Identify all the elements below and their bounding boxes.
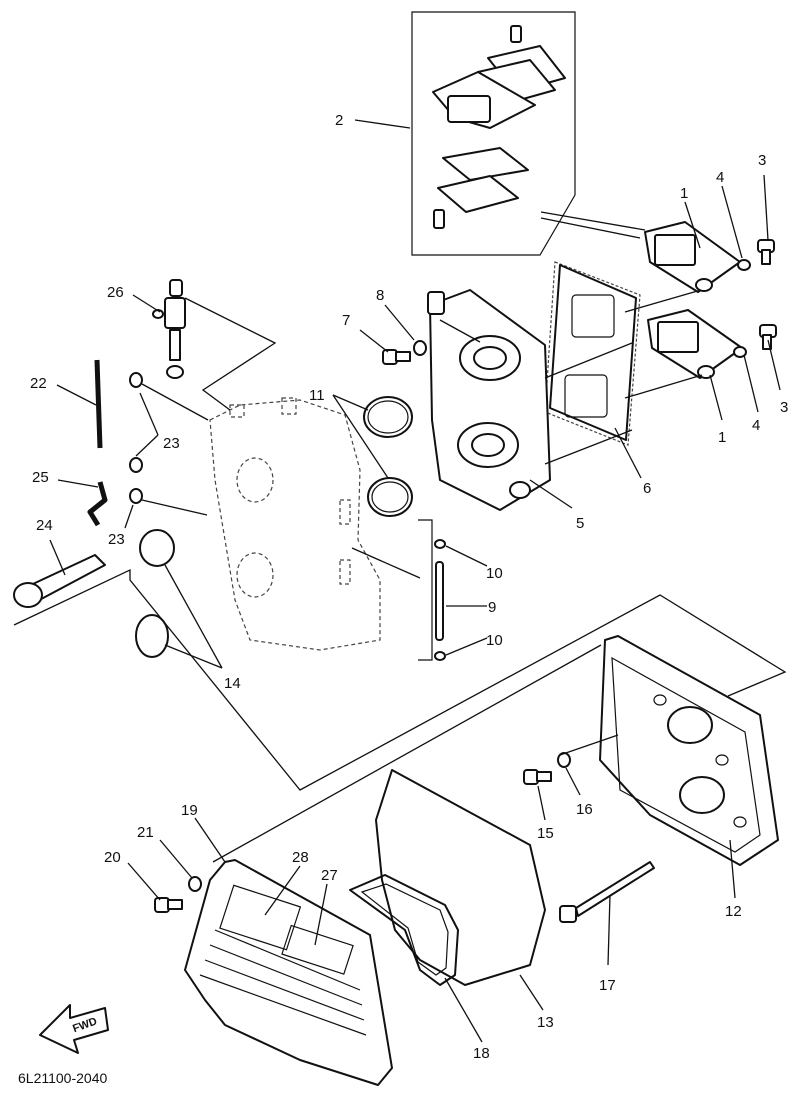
callout-5: 5 xyxy=(576,515,584,532)
clamp-23-a xyxy=(129,372,143,388)
callout-3-lower: 3 xyxy=(780,399,788,416)
intake-manifold xyxy=(427,289,551,511)
outer-cover xyxy=(184,859,393,1086)
callout-4-lower: 4 xyxy=(752,417,760,434)
callout-15: 15 xyxy=(537,825,554,842)
pin-9 xyxy=(435,561,444,641)
hose-25 xyxy=(87,481,108,527)
callout-11: 11 xyxy=(309,387,325,404)
hose-22 xyxy=(94,359,103,449)
clip-10-lower xyxy=(434,651,446,661)
label-27 xyxy=(281,924,354,975)
screw-3-lower xyxy=(759,324,777,350)
diagram-code: 6L21100-2040 xyxy=(18,1070,107,1086)
clamp-23-b xyxy=(129,457,143,473)
callout-17: 17 xyxy=(599,977,616,994)
callout-21: 21 xyxy=(137,824,154,841)
fwd-arrow-icon: FWD xyxy=(39,1004,109,1054)
callout-8: 8 xyxy=(376,287,384,304)
callout-26: 26 xyxy=(107,284,124,301)
callout-14: 14 xyxy=(224,675,241,692)
washer-21 xyxy=(188,876,202,892)
callout-9: 9 xyxy=(488,599,496,616)
reed-valve-exploded xyxy=(432,25,566,229)
bolt-17 xyxy=(559,861,655,923)
label-28 xyxy=(219,884,302,951)
clip-10-upper xyxy=(434,539,446,549)
callout-10-upper: 10 xyxy=(486,565,503,582)
callout-7: 7 xyxy=(342,312,350,329)
callout-numbers: 2 1 4 3 1 4 3 5 6 7 8 11 10 9 10 22 23 2… xyxy=(30,112,788,1062)
callout-25: 25 xyxy=(32,469,49,486)
part-24-plug xyxy=(13,554,106,608)
leader-lines-lower xyxy=(212,644,619,863)
screw-3-upper xyxy=(757,239,775,265)
bolt-15 xyxy=(523,769,552,785)
bolt-20 xyxy=(154,897,183,913)
reed-valve-gasket xyxy=(544,261,641,446)
reed-valve-assembly-lower xyxy=(647,309,777,379)
reed-valve-assembly-upper xyxy=(644,221,775,293)
o-ring-11-upper xyxy=(363,396,413,438)
callout-leaders xyxy=(49,119,781,1043)
callout-27: 27 xyxy=(321,867,338,884)
callout-16: 16 xyxy=(576,801,593,818)
leader-lines-main xyxy=(13,289,787,791)
callout-2: 2 xyxy=(335,112,343,129)
bolt-7 xyxy=(382,349,411,365)
callout-19: 19 xyxy=(181,802,198,819)
callout-6: 6 xyxy=(643,480,651,497)
callout-22: 22 xyxy=(30,375,47,392)
callout-20: 20 xyxy=(104,849,121,866)
callout-28: 28 xyxy=(292,849,309,866)
o-ring-11-lower xyxy=(367,477,413,517)
callout-3-upper: 3 xyxy=(758,152,766,169)
callout-1-lower: 1 xyxy=(718,429,726,446)
callout-1-upper: 1 xyxy=(680,185,688,202)
pin-bracket xyxy=(418,519,433,661)
callout-10-lower: 10 xyxy=(486,632,503,649)
clamp-23-c xyxy=(129,488,143,504)
callout-13: 13 xyxy=(537,1014,554,1031)
callout-12: 12 xyxy=(725,903,742,920)
callout-18: 18 xyxy=(473,1045,490,1062)
callout-4-upper: 4 xyxy=(716,169,724,186)
cylinder-block-ghost xyxy=(209,397,381,651)
reed-valve-detail-box xyxy=(411,11,646,256)
callout-23-upper: 23 xyxy=(163,435,180,452)
o-ring-14-lower xyxy=(135,614,169,658)
gasket-13 xyxy=(375,769,546,986)
part-26-fitting xyxy=(152,279,186,379)
cylinder-head-cover xyxy=(599,635,779,866)
callout-23-lower: 23 xyxy=(108,531,125,548)
washer-8 xyxy=(413,340,427,356)
o-ring-14-upper xyxy=(139,529,175,567)
washer-16 xyxy=(557,752,571,768)
seal-18 xyxy=(349,874,459,986)
callout-24: 24 xyxy=(36,517,53,534)
